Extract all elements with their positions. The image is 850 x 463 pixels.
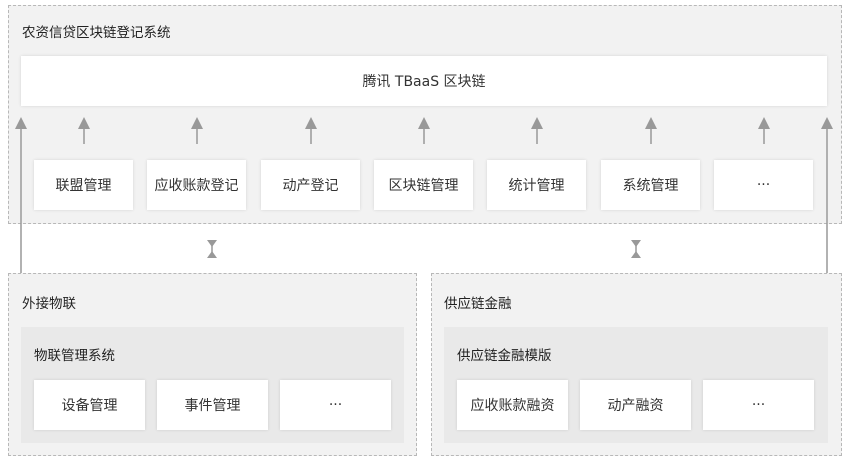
iot-module-event-management[interactable]: 事件管理 <box>157 380 268 430</box>
module-label: 区块链管理 <box>388 178 459 194</box>
module-receivables-registration[interactable]: 应收账款登记 <box>147 160 246 210</box>
module-label: 动产融资 <box>607 398 664 414</box>
module-label: 应收账款登记 <box>154 178 239 194</box>
module-movable-property-registration[interactable]: 动产登记 <box>261 160 360 210</box>
bidirectional-arrow-icon <box>207 240 217 258</box>
module-label: 设备管理 <box>61 398 118 414</box>
module-label: ··· <box>756 177 771 193</box>
finance-module-movable-financing[interactable]: 动产融资 <box>580 380 691 430</box>
module-more[interactable]: ··· <box>714 160 813 210</box>
module-alliance-management[interactable]: 联盟管理 <box>34 160 133 210</box>
module-label: 应收账款融资 <box>470 398 555 414</box>
blockchain-label: 腾讯 TBaaS 区块链 <box>362 74 486 90</box>
module-label: 事件管理 <box>184 398 241 414</box>
top-system-title: 农资信贷区块链登记系统 <box>22 25 171 41</box>
finance-module-receivables-financing[interactable]: 应收账款融资 <box>457 380 568 430</box>
module-label: 动产登记 <box>282 178 339 194</box>
bidirectional-arrow-icon <box>631 240 641 258</box>
iot-subsystem-title: 物联管理系统 <box>34 348 115 364</box>
module-label: 统计管理 <box>508 178 565 194</box>
module-label: ··· <box>751 397 766 413</box>
module-label: ··· <box>328 397 343 413</box>
finance-subsystem-title: 供应链金融模版 <box>457 348 552 364</box>
finance-title: 供应链金融 <box>444 296 512 312</box>
finance-module-more[interactable]: ··· <box>703 380 814 430</box>
module-system-management[interactable]: 系统管理 <box>601 160 700 210</box>
module-blockchain-management[interactable]: 区块链管理 <box>374 160 473 210</box>
iot-module-more[interactable]: ··· <box>280 380 391 430</box>
module-statistics-management[interactable]: 统计管理 <box>487 160 586 210</box>
module-label: 联盟管理 <box>55 178 112 194</box>
iot-module-device-management[interactable]: 设备管理 <box>34 380 145 430</box>
blockchain-bar: 腾讯 TBaaS 区块链 <box>21 56 827 106</box>
iot-title: 外接物联 <box>22 296 76 312</box>
module-label: 系统管理 <box>622 178 679 194</box>
